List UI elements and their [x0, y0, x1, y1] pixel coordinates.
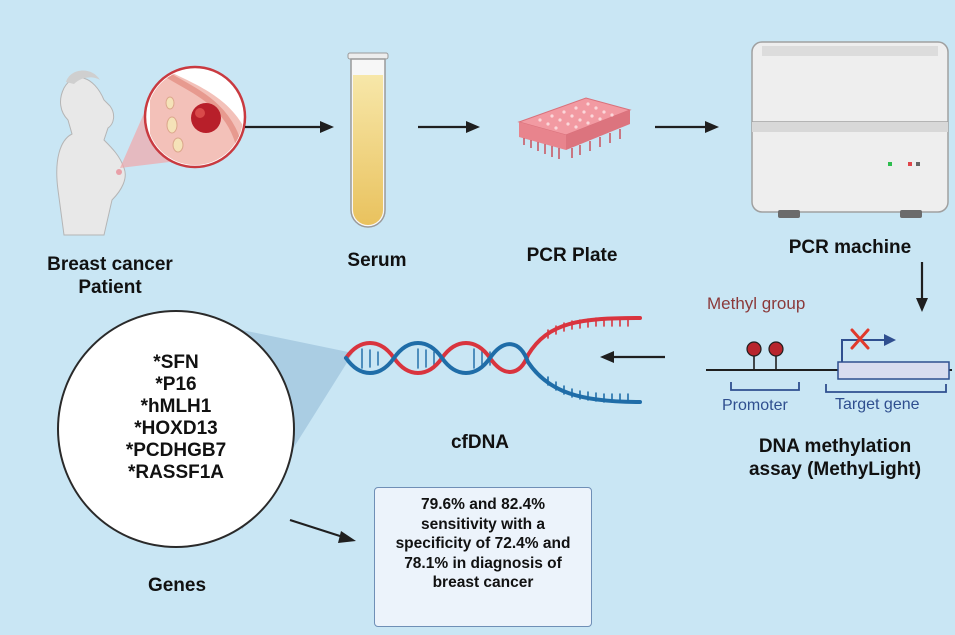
gene-item: *HOXD13: [134, 418, 218, 439]
gene-item: *PCDHGB7: [125, 440, 227, 461]
arrow-plate-to-machine-icon: [705, 121, 719, 133]
arrow-assay-to-cfdna-icon: [600, 351, 614, 363]
promoter-label: Promoter: [722, 397, 788, 414]
cfdna-label: cfDNA: [450, 432, 510, 453]
arrow-genes-to-result-icon: [338, 531, 356, 543]
cfdna-helix-icon: [344, 316, 642, 404]
arrow-machine-to-assay-icon: [916, 298, 928, 312]
target-gene-box-icon: [837, 361, 950, 380]
methyl-marker-icon: [746, 341, 784, 370]
serum-tube-icon: [347, 52, 389, 228]
arrow-patient-to-serum-icon: [320, 121, 334, 133]
gene-list: *SFN *P16 *hMLH1 *HOXD13 *PCDHGB7 *RASSF…: [57, 352, 295, 484]
gene-item: *P16: [155, 374, 197, 395]
patient-label: Breast cancer Patient: [47, 254, 173, 298]
target-gene-label: Target gene: [835, 396, 920, 413]
methyl-group-label: Methyl group: [707, 294, 806, 313]
promoter-bracket-icon: [730, 382, 800, 391]
result-box: [374, 487, 592, 627]
arrow-serum-to-plate-icon: [466, 121, 480, 133]
gene-item: *RASSF1A: [127, 462, 225, 483]
pcr-machine-label: PCR machine: [788, 237, 912, 258]
transcription-start-arrow-icon: [841, 339, 888, 362]
serum-label: Serum: [347, 250, 407, 271]
gene-item: *SFN: [153, 352, 199, 373]
pcr-machine-icon: [751, 41, 949, 218]
breast-tumor-closeup-icon: [143, 65, 247, 169]
assay-label: DNA methylation assay (MethyLight): [748, 436, 922, 480]
pcr-plate-label: PCR Plate: [526, 245, 618, 266]
flow-arrows: [245, 121, 928, 543]
result-text: 79.6% and 82.4% sensitivity with a speci…: [395, 496, 571, 591]
gene-item: *hMLH1: [140, 396, 212, 417]
genes-circle: [57, 310, 295, 548]
blocked-x-icon: [850, 328, 870, 350]
pcr-plate-icon: [517, 97, 632, 159]
target-gene-bracket-icon: [825, 384, 947, 393]
breast-marker-icon: [116, 169, 122, 175]
methylation-diagram: [706, 328, 952, 393]
genes-label: Genes: [147, 575, 207, 596]
